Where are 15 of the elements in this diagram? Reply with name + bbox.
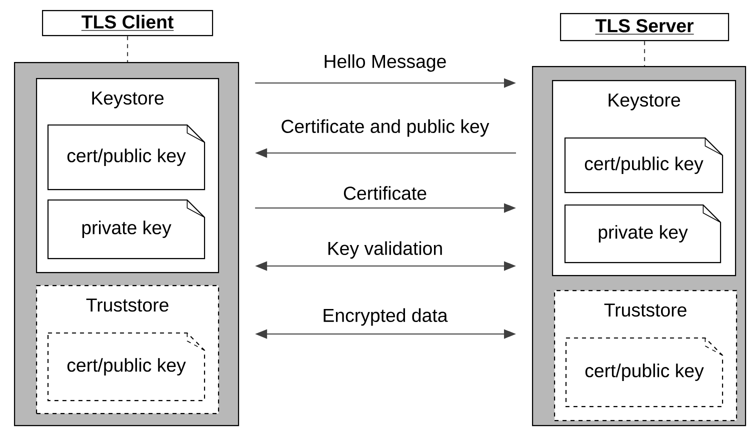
title-box: TLS Server [560,13,730,42]
connector-line [127,36,128,62]
document-box: cert/public key [565,337,724,408]
edge-label: Certificate [342,184,428,202]
edge-label: Key validation [326,240,444,260]
document-box: private key [47,199,206,260]
document-box: private key [564,204,722,264]
connector-line [644,41,646,66]
edge-label: Encrypted data [320,306,450,328]
edge-label: Hello Message [322,52,448,74]
edge-label: Certificate and public key [279,118,491,138]
title-box: TLS Client [42,10,214,36]
document-box: cert/public key [564,137,724,194]
document-box: cert/public key [47,332,206,402]
document-box: cert/public key [47,124,206,190]
